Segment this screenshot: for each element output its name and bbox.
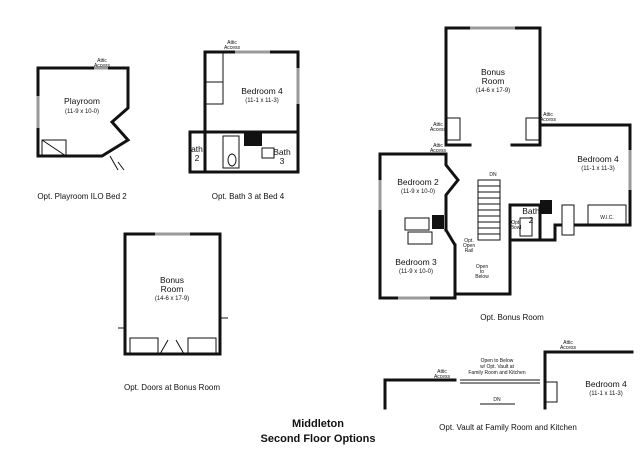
bonus-doors-l1: Bonus [160, 275, 184, 285]
opt-open-rail-1: Opt. [464, 238, 473, 244]
bonus-doors-l2: Room [161, 284, 184, 294]
caption-bath3: Opt. Bath 3 at Bed 4 [212, 192, 285, 201]
bath3-l2: 3 [280, 156, 285, 166]
bonus-main-dims: (14-6 x 17-9) [476, 88, 510, 94]
stair-dn-label: DN [489, 172, 497, 178]
bed2-dims: (11-9 x 10-0) [401, 189, 435, 195]
bed4-c-dims: (11-1 x 11-3) [589, 391, 622, 397]
playroom-plan: Attic Access Playroom (11-9 x 10-0) [36, 58, 131, 171]
caption-doors: Opt. Doors at Bonus Room [124, 383, 220, 392]
wic-label: W.I.C. [600, 215, 614, 221]
bed4-a-name: Bedroom 4 [241, 86, 283, 96]
bath3-l1: Bath [273, 147, 291, 157]
caption-vault: Opt. Vault at Family Room and Kitchen [439, 423, 577, 432]
attic-access-label: Attic [227, 40, 237, 46]
bonus-doors-dims: (14-6 x 17-9) [155, 296, 189, 302]
vault-note-1: Open to Below [481, 358, 514, 364]
bath2-b-l2: 2 [529, 215, 534, 225]
open-below-1: Open [476, 264, 488, 270]
bed4-b-dims: (11-1 x 11-3) [581, 166, 614, 172]
opt-open-rail-3: Rail [465, 248, 474, 254]
bath2-b-l1: Bath [522, 206, 540, 216]
attic-access-label-2: Access [430, 148, 447, 154]
attic-access-label: Attic [97, 58, 107, 64]
opt-bowl-2: Bowl [511, 225, 522, 231]
bath2-a-l1: ath [191, 144, 203, 154]
opt-open-rail-2: Open [463, 243, 475, 249]
attic-access-label-2: Access [94, 63, 111, 69]
attic-access-label-2: Access [224, 45, 241, 51]
plan-subtitle: Second Floor Options [261, 433, 376, 445]
bath2-a-l2: 2 [195, 153, 200, 163]
vault-plan: DN Open to Below w/ Opt. Vault at Family… [383, 340, 634, 410]
bed3-dims: (11-9 x 10-0) [399, 269, 433, 275]
bed4-b-name: Bedroom 4 [577, 154, 619, 164]
attic-access-label-2: Access [430, 127, 447, 133]
attic-access-label: Attic [543, 112, 553, 118]
bed4-a-dims: (11-1 x 11-3) [245, 98, 278, 104]
attic-access-label: Attic [433, 122, 443, 128]
bonus-main-l2: Room [482, 76, 505, 86]
caption-bonus: Opt. Bonus Room [480, 313, 544, 322]
bed2-name: Bedroom 2 [397, 177, 439, 187]
attic-access-label: Attic [563, 340, 573, 346]
bonus-main-l1: Bonus [481, 67, 505, 77]
playroom-dims: (11-9 x 10-0) [65, 109, 99, 115]
bonus-room-plan: Bonus Room (14-6 x 17-9) Bedroom 2 (11-9… [378, 26, 632, 300]
bed3-name: Bedroom 3 [395, 257, 437, 267]
caption-playroom: Opt. Playroom ILO Bed 2 [37, 192, 127, 201]
attic-access-label-2: Access [540, 117, 557, 123]
plan-title: Middleton [292, 418, 344, 430]
attic-access-label: Attic [437, 369, 447, 375]
open-below-2: to [480, 269, 484, 275]
attic-access-label: Attic [433, 143, 443, 149]
vault-note-3: Family Room and Kitchen [468, 370, 525, 376]
playroom-name: Playroom [64, 96, 100, 106]
doors-bonus-plan: Bonus Room (14-6 x 17-9) [118, 232, 228, 356]
attic-access-label-2: Access [434, 374, 451, 380]
opt-bowl-1: Opt. [511, 220, 520, 226]
bed4-c-name: Bedroom 4 [585, 379, 627, 389]
vault-dn-label: DN [493, 397, 501, 403]
bath3-plan: Attic Access Bedroom 4 (11-1 x 11-3) ath… [188, 40, 300, 174]
attic-access-label-2: Access [560, 345, 577, 351]
vault-note-2: w/ Opt. Vault at [480, 364, 514, 370]
open-below-3: Below [475, 274, 489, 280]
